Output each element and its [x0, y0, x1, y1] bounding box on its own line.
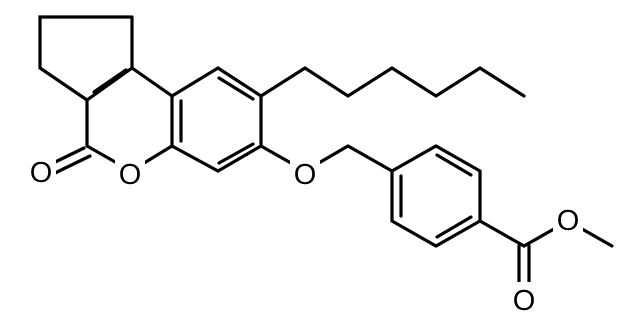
svg-text:O: O: [513, 285, 536, 317]
aromatic-inner-4: [435, 153, 473, 177]
benzene-ring-bonds: [170, 66, 263, 173]
benzoate-ring-bonds: [390, 144, 482, 248]
atom-o-ester-carbonyl: O: [509, 282, 539, 317]
double-bond-inner: [92, 68, 128, 94]
hexyl-chain: [259, 66, 526, 98]
svg-text:O: O: [557, 205, 580, 237]
atom-o-ring: O: [115, 156, 145, 191]
atom-o-lactone-carbonyl: O: [26, 154, 56, 189]
ether-linkage: [259, 144, 394, 173]
svg-text:O: O: [30, 157, 53, 189]
aromatic-inner-1: [217, 76, 255, 101]
carbonyl-double-bond-2: [51, 154, 92, 176]
atom-o-ether: O: [290, 156, 320, 191]
atom-o-ester: O: [553, 202, 583, 237]
lactone-ring-bonds: [85, 66, 174, 173]
svg-text:O: O: [294, 159, 317, 191]
cyclopentane-bonds: [38, 15, 134, 102]
bond-skeleton: [38, 15, 614, 293]
svg-text:O: O: [119, 159, 142, 191]
ester-bonds: [478, 219, 614, 248]
aromatic-inner-2: [217, 142, 255, 165]
aromatic-inner-5: [435, 215, 473, 239]
